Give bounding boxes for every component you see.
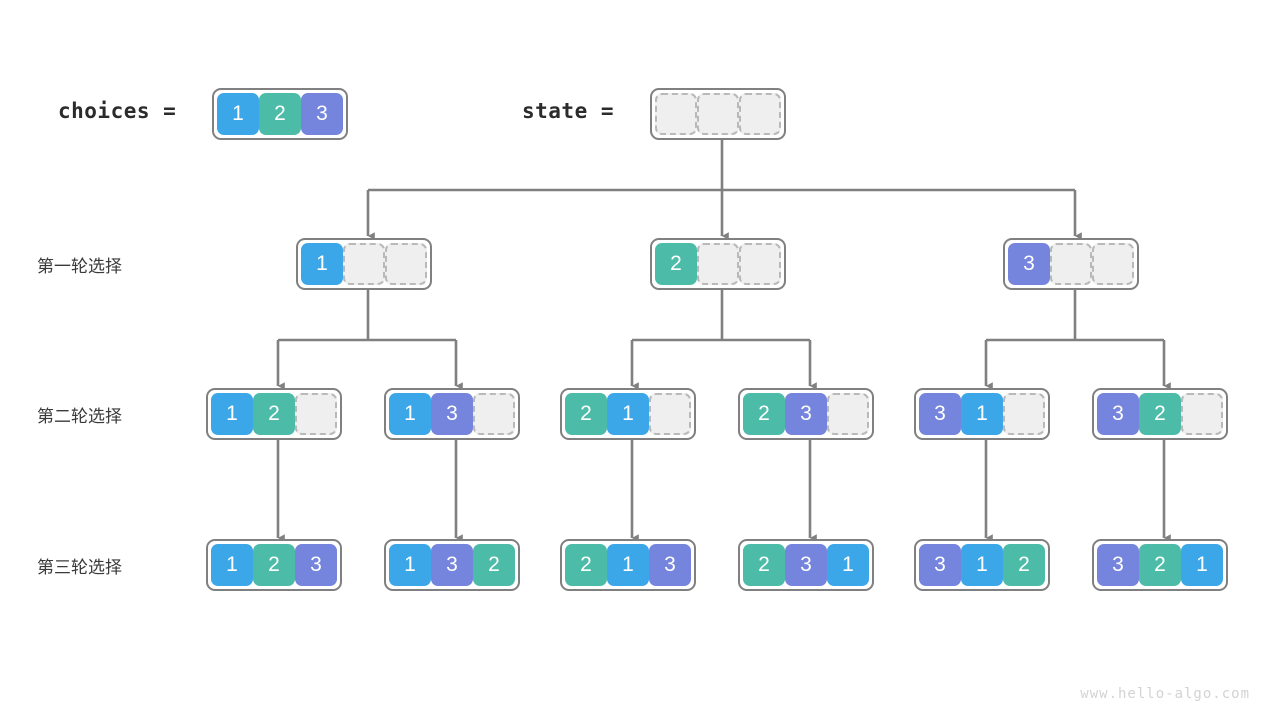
level2-node-6-cell-2: 2 [1139, 393, 1181, 435]
level2-node-1-cell-empty [295, 393, 337, 435]
level2-node-6-cell-3: 3 [1097, 393, 1139, 435]
state-cell-empty [655, 93, 697, 135]
level2-node-4-cell-3: 3 [785, 393, 827, 435]
level1-node-1-cell-1: 1 [301, 243, 343, 285]
level3-node-2-cell-2: 2 [473, 544, 515, 586]
level2-node-5-cell-empty [1003, 393, 1045, 435]
level1-node-1: 1 [296, 238, 432, 290]
level3-node-4-cell-2: 2 [743, 544, 785, 586]
state-label: state = [522, 99, 615, 123]
level3-node-3-cell-1: 1 [607, 544, 649, 586]
row-label-level-1: 第一轮选择 [37, 257, 122, 276]
level3-node-5-cell-3: 3 [919, 544, 961, 586]
level2-node-2-cell-1: 1 [389, 393, 431, 435]
level2-node-4-cell-2: 2 [743, 393, 785, 435]
level3-node-3-cell-3: 3 [649, 544, 691, 586]
level2-node-1-cell-1: 1 [211, 393, 253, 435]
level1-node-3-cell-3: 3 [1008, 243, 1050, 285]
level1-node-2: 2 [650, 238, 786, 290]
level2-node-3-cell-empty [649, 393, 691, 435]
state-array [650, 88, 786, 140]
level3-node-6-cell-1: 1 [1181, 544, 1223, 586]
level1-node-1-cell-empty [343, 243, 385, 285]
level1-node-3-cell-empty [1050, 243, 1092, 285]
watermark: www.hello-algo.com [1080, 686, 1250, 702]
choices-cell-3: 3 [301, 93, 343, 135]
row-label-level-3: 第三轮选择 [37, 558, 122, 577]
level1-node-1-cell-empty [385, 243, 427, 285]
level1-node-3-cell-empty [1092, 243, 1134, 285]
level3-node-2-cell-3: 3 [431, 544, 473, 586]
level3-node-4-cell-1: 1 [827, 544, 869, 586]
level1-node-3: 3 [1003, 238, 1139, 290]
state-cell-empty [739, 93, 781, 135]
level3-node-1-cell-2: 2 [253, 544, 295, 586]
choices-cell-2: 2 [259, 93, 301, 135]
level3-node-5-cell-2: 2 [1003, 544, 1045, 586]
level3-node-3-cell-2: 2 [565, 544, 607, 586]
level2-node-2-cell-3: 3 [431, 393, 473, 435]
level3-node-4-cell-3: 3 [785, 544, 827, 586]
choices-label: choices = [58, 99, 177, 123]
state-cell-empty [697, 93, 739, 135]
level1-node-2-cell-empty [739, 243, 781, 285]
level3-node-1-cell-3: 3 [295, 544, 337, 586]
row-label-level-2: 第二轮选择 [37, 407, 122, 426]
level3-node-2-cell-1: 1 [389, 544, 431, 586]
level3-node-6-cell-2: 2 [1139, 544, 1181, 586]
level1-node-2-cell-empty [697, 243, 739, 285]
choices-cell-1: 1 [217, 93, 259, 135]
level2-node-5-cell-3: 3 [919, 393, 961, 435]
level2-node-1-cell-2: 2 [253, 393, 295, 435]
level2-node-5-cell-1: 1 [961, 393, 1003, 435]
level2-node-2-cell-empty [473, 393, 515, 435]
level2-node-4-cell-empty [827, 393, 869, 435]
level3-node-5-cell-1: 1 [961, 544, 1003, 586]
level2-node-3-cell-2: 2 [565, 393, 607, 435]
level3-node-6-cell-3: 3 [1097, 544, 1139, 586]
level1-node-2-cell-2: 2 [655, 243, 697, 285]
level3-node-1-cell-1: 1 [211, 544, 253, 586]
level2-node-3-cell-1: 1 [607, 393, 649, 435]
level2-node-6-cell-empty [1181, 393, 1223, 435]
